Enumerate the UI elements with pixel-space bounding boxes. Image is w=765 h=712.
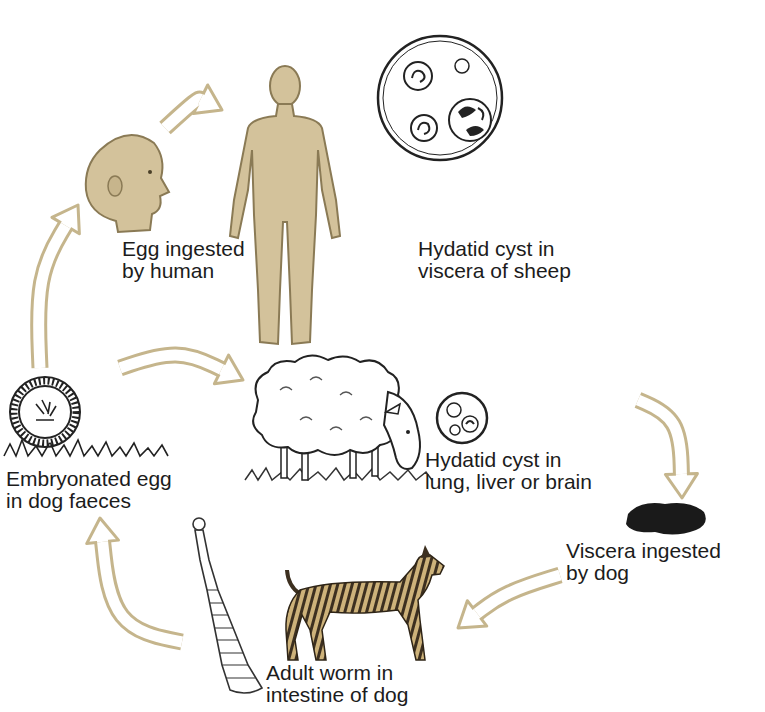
protoscolex — [412, 71, 425, 82]
stage-caption: Egg ingested by human — [122, 238, 254, 281]
cycle-arrow — [165, 85, 222, 128]
stage-caption: Hydatid cyst in lung, liver or brain — [425, 449, 597, 492]
arrow-shaft-fill — [120, 355, 221, 370]
dog-ear — [421, 545, 431, 558]
daughter-cyst — [455, 59, 469, 73]
cyst-wall-inner — [383, 41, 497, 155]
cyst-wall — [378, 36, 502, 160]
arrow-joint — [676, 474, 687, 478]
stage-box: Egg ingested by human — [78, 128, 278, 284]
arrow-shaft-outline — [120, 355, 221, 370]
daughter-cyst — [404, 62, 432, 90]
protoscolex — [478, 108, 483, 120]
cycle-arrow — [638, 400, 697, 498]
cycle-arrow — [87, 518, 182, 642]
cycle-arrow — [458, 575, 560, 628]
arrow-shaft-fill — [477, 575, 560, 613]
protoscolex — [466, 126, 484, 136]
arrow-head — [665, 474, 697, 498]
hydatid-cyst-large — [378, 36, 502, 160]
cycle-arrow — [39, 205, 80, 368]
dog — [286, 545, 444, 660]
stage-caption: Hydatid cyst in viscera of sheep — [418, 238, 578, 281]
oncosphere-hooks — [36, 400, 56, 420]
stage-caption: Embryonated egg in dog faeces — [6, 468, 178, 511]
protoscolex — [466, 421, 474, 424]
arrow-shaft-outline — [477, 575, 560, 613]
arrow-shaft-outline — [39, 226, 66, 368]
human-head — [270, 66, 300, 106]
stage-box: Hydatid cyst in lung, liver or brain — [243, 348, 638, 496]
stage-box: Viscera ingested by dog — [560, 498, 755, 594]
adult-worm — [193, 518, 262, 693]
cyst-wall — [437, 393, 487, 443]
stage-box: Embryonated egg in dog faeces — [4, 368, 196, 518]
child-head — [86, 135, 169, 232]
sheep-ear — [386, 404, 400, 414]
sheep — [245, 355, 432, 480]
arrow-shaft-outline — [638, 400, 681, 474]
daughter-cyst — [447, 403, 461, 417]
child-head-shape — [86, 135, 169, 232]
daughter-cyst — [450, 425, 460, 435]
viscera — [626, 503, 706, 535]
arrow-shaft-fill — [39, 226, 66, 368]
arrow-head — [87, 518, 119, 544]
human-figure — [230, 66, 340, 344]
stage-box: Adult worm in intestine of dog — [182, 520, 458, 707]
egg-shell-inner — [19, 386, 71, 438]
sheep-wool — [280, 377, 372, 430]
sheep-body — [253, 355, 402, 455]
dog-body — [286, 554, 444, 660]
stage-caption: Adult worm in intestine of dog — [266, 662, 416, 705]
hydatid-cyst-small — [437, 393, 487, 443]
dog-tail — [287, 570, 300, 594]
protoscolex — [418, 123, 429, 134]
arrow-joint — [97, 538, 108, 542]
arrow-shaft-outline — [103, 542, 182, 642]
arrow-joint — [66, 222, 68, 225]
stage-box: Hydatid cyst in viscera of sheep — [222, 28, 620, 348]
worm-scolex — [193, 518, 205, 530]
sheep-grass — [245, 468, 432, 480]
worm-body — [195, 530, 262, 693]
daughter-cyst — [449, 99, 491, 141]
daughter-cyst — [462, 416, 478, 432]
arrow-shaft-fill — [638, 400, 681, 474]
arrow-joint — [474, 613, 477, 615]
daughter-cyst — [411, 115, 437, 141]
child-eye — [148, 170, 152, 174]
arrow-joint — [201, 99, 205, 101]
egg-shell — [14, 381, 76, 443]
worm-segments — [207, 590, 255, 678]
cycle-arrow — [120, 355, 243, 384]
sheep-head — [384, 392, 420, 469]
embryonated-egg — [4, 377, 168, 456]
stage-caption: Viscera ingested by dog — [566, 540, 731, 583]
child-ear — [108, 176, 122, 196]
human-body — [230, 104, 340, 344]
arrow-shaft-fill — [165, 99, 201, 128]
sheep-eye — [406, 430, 410, 434]
arrow-joint — [221, 369, 225, 371]
egg-shell-outline — [10, 377, 80, 447]
protoscolex — [458, 106, 476, 118]
arrow-shaft-fill — [103, 542, 182, 642]
